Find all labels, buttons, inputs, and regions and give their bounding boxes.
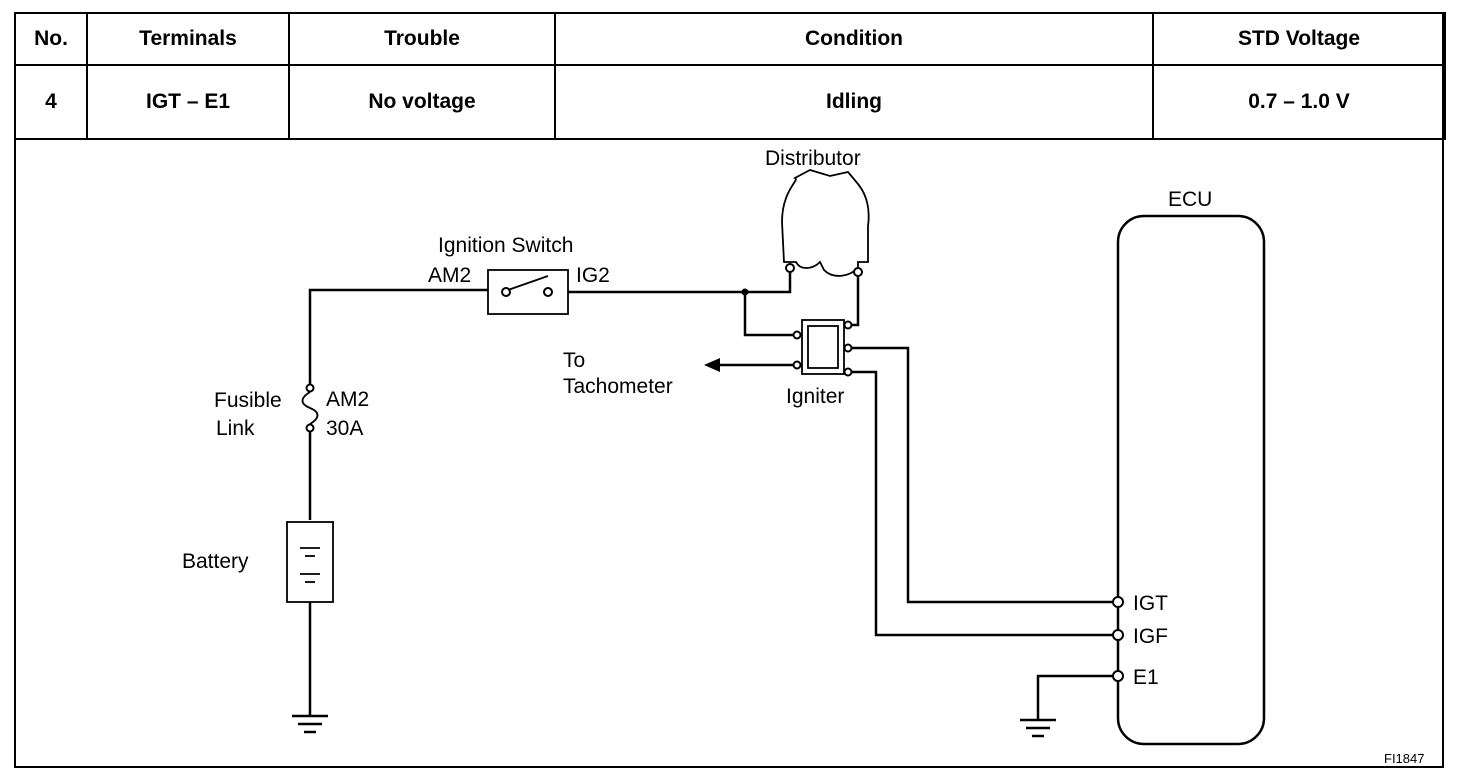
arrow-icon (704, 358, 720, 372)
ground-symbol-battery (292, 714, 328, 734)
wire-igniter-to-igf (852, 370, 1114, 637)
header-condition: Condition (554, 12, 1154, 66)
fusible-link-symbol (301, 383, 319, 433)
label-battery: Battery (182, 550, 249, 573)
igniter-symbol (792, 319, 853, 377)
wire-junction-to-igniter (743, 292, 795, 337)
distributor-symbol (781, 169, 870, 277)
label-distributor: Distributor (765, 147, 861, 170)
wire-distributor-to-igniter (848, 276, 860, 327)
label-link: Link (216, 417, 255, 440)
cell-std-voltage: 0.7 – 1.0 V (1152, 64, 1446, 140)
spec-table: No. Terminals Trouble Condition STD Volt… (14, 12, 1446, 140)
cell-no: 4 (14, 64, 88, 140)
label-igt: IGT (1133, 592, 1168, 615)
ecu-box (1116, 214, 1266, 746)
label-fusible: Fusible (214, 389, 282, 412)
cell-trouble: No voltage (288, 64, 556, 140)
label-ignition-switch: Ignition Switch (438, 234, 573, 257)
cell-terminals: IGT – E1 (86, 64, 290, 140)
label-ecu: ECU (1168, 188, 1212, 211)
wire-igniter-to-igt (852, 346, 1114, 604)
label-30a: 30A (326, 417, 363, 440)
table-header-row: No. Terminals Trouble Condition STD Volt… (14, 12, 1446, 66)
label-am2-switch: AM2 (428, 264, 471, 287)
header-no: No. (14, 12, 88, 66)
label-e1: E1 (1133, 666, 1159, 689)
wire-battery-to-switch (308, 288, 488, 520)
cell-condition: Idling (554, 64, 1154, 140)
header-trouble: Trouble (288, 12, 556, 66)
label-igniter: Igniter (786, 385, 844, 408)
label-tachometer: Tachometer (563, 375, 673, 398)
figure-id: FI1847 (1384, 751, 1424, 766)
terminal-e1 (1112, 670, 1124, 682)
terminal-igf (1112, 629, 1124, 641)
ignition-switch-symbol (487, 269, 569, 315)
battery-symbol (286, 521, 334, 603)
wire-e1-to-ground (1036, 674, 1113, 720)
table-row: 4 IGT – E1 No voltage Idling 0.7 – 1.0 V (14, 64, 1446, 140)
wire-switch-to-distributor (568, 272, 792, 294)
header-std-voltage: STD Voltage (1152, 12, 1446, 66)
label-to: To (563, 349, 585, 372)
label-ig2: IG2 (576, 264, 610, 287)
terminal-igt (1112, 596, 1124, 608)
label-am2-fuse: AM2 (326, 388, 369, 411)
header-terminals: Terminals (86, 12, 290, 66)
ground-symbol-ecu (1020, 718, 1056, 738)
label-igf: IGF (1133, 625, 1168, 648)
